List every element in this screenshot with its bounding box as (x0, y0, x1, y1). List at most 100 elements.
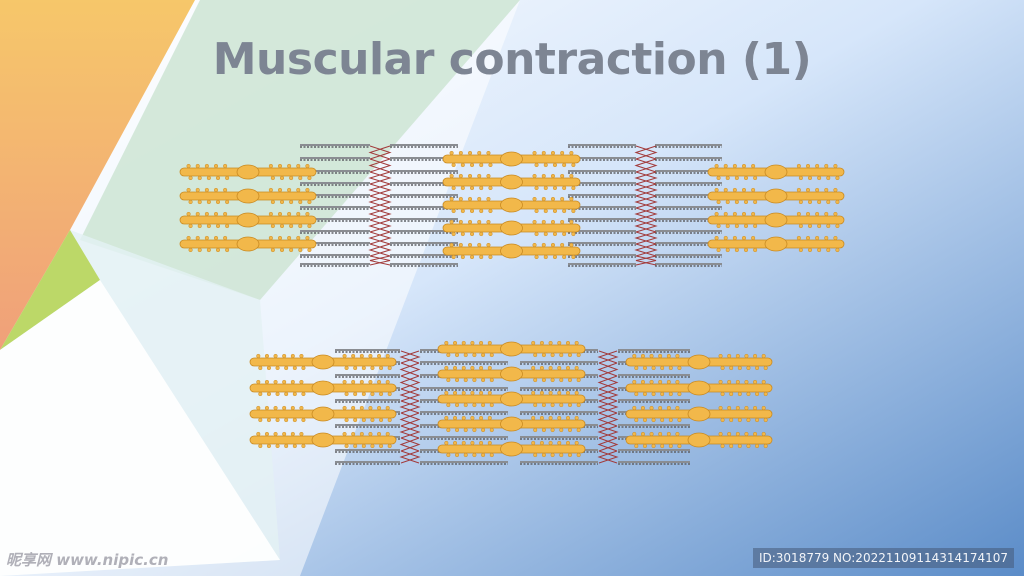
myosin-head (460, 162, 465, 168)
myosin-head (454, 352, 460, 358)
myosin-head (477, 196, 482, 202)
myosin-filament (625, 431, 773, 449)
actin-filament (335, 424, 400, 428)
myosin-head (552, 162, 558, 168)
myosin-head (489, 377, 494, 383)
actin-filament (420, 361, 508, 365)
myosin-head (567, 452, 573, 458)
myosin-head (279, 247, 285, 253)
myosin-head (725, 247, 730, 253)
z-line-segment (369, 171, 392, 185)
z-line-segment (635, 183, 658, 197)
myosin-head (761, 353, 766, 359)
myosin-head (359, 379, 364, 385)
z-line (399, 350, 421, 464)
actin-filament (300, 182, 370, 186)
myosin-head (377, 379, 382, 385)
myosin-head (734, 223, 739, 229)
z-line-segment (400, 400, 421, 414)
myosin-head (642, 443, 647, 449)
myosin-head (532, 173, 537, 179)
myosin-filament (437, 415, 586, 433)
myosin-head (753, 175, 758, 181)
myosin-head (195, 235, 200, 241)
myosin-head (370, 365, 375, 371)
myosin-head (479, 340, 484, 346)
myosin-head (634, 391, 639, 397)
myosin-head (755, 417, 760, 423)
m-line-bulge (500, 151, 523, 167)
myosin-head (451, 185, 456, 191)
myosin-head (826, 247, 831, 253)
actin-filament (655, 230, 722, 234)
myosin-filament (625, 405, 773, 423)
myosin-head (298, 223, 303, 229)
myosin-head (718, 379, 723, 385)
z-line-segment (634, 183, 657, 197)
myosin-head (543, 185, 548, 191)
myosin-head (533, 377, 538, 383)
myosin-head (761, 431, 766, 437)
myosin-head (541, 196, 546, 202)
m-line-bulge (500, 366, 523, 382)
myosin-head (541, 352, 546, 358)
z-line-segment (597, 375, 618, 390)
myosin-head (569, 150, 574, 156)
myosin-head (377, 431, 382, 437)
z-line-segment (597, 400, 618, 414)
myosin-head (256, 431, 261, 437)
myosin-head (743, 247, 749, 253)
myosin-head (805, 211, 811, 217)
z-line-segment (369, 183, 392, 197)
myosin-head (807, 247, 813, 253)
z-line-segment (635, 243, 658, 257)
myosin-head (675, 379, 680, 385)
actin-filament (618, 399, 690, 403)
myosin-head (307, 175, 312, 181)
myosin-head (729, 365, 734, 371)
z-line-segment (597, 388, 618, 402)
myosin-head (651, 443, 656, 449)
myosin-head (805, 163, 811, 169)
z-line-segment (400, 350, 421, 364)
myosin-head (539, 365, 544, 371)
myosin-head (574, 365, 579, 371)
z-line-segment (368, 195, 391, 209)
myosin-head (472, 427, 477, 433)
myosin-head (489, 427, 494, 433)
myosin-head (256, 379, 261, 385)
myosin-head (186, 235, 191, 241)
myosin-head (833, 211, 838, 217)
actin-filament (618, 461, 690, 465)
myosin-head (197, 199, 202, 205)
z-line-segment (399, 350, 420, 364)
myosin-head (651, 365, 656, 371)
myosin-head (215, 223, 221, 229)
myosin-head (342, 431, 347, 437)
myosin-head (351, 353, 356, 359)
myosin-head (560, 150, 565, 156)
myosin-head (744, 353, 749, 359)
myosin-head (755, 365, 760, 371)
myosin-head (359, 353, 364, 359)
myosin-head (195, 187, 200, 193)
myosin-head (344, 417, 349, 423)
myosin-head (469, 208, 475, 214)
actin-filament (655, 157, 722, 161)
m-line-bulge (500, 220, 523, 236)
myosin-head (461, 390, 466, 396)
actin-filament (300, 206, 370, 210)
myosin-head (640, 431, 645, 437)
myosin-head (292, 391, 297, 397)
z-line-segment (598, 425, 619, 439)
myosin-head (716, 175, 721, 181)
myosin-head (275, 443, 280, 449)
actin-filament (618, 374, 690, 378)
myosin-head (746, 417, 751, 423)
m-line-bulge (500, 341, 523, 357)
myosin-head (463, 402, 468, 408)
myosin-head (266, 417, 271, 423)
myosin-head (833, 163, 838, 169)
myosin-head (763, 417, 768, 423)
myosin-head (458, 173, 463, 179)
